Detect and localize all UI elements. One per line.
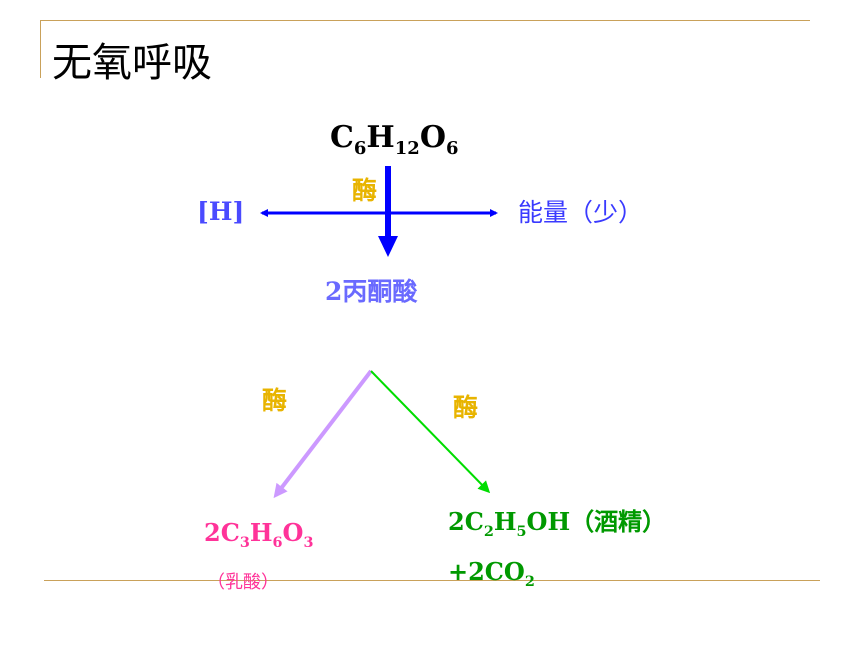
enzyme-label-main: 酶 bbox=[352, 176, 378, 205]
hydrogen-label: [H] bbox=[197, 197, 245, 226]
enzyme-label-ethanol: 酶 bbox=[453, 393, 479, 422]
main-arrowhead bbox=[378, 236, 398, 257]
enzyme-label-lactic: 酶 bbox=[262, 386, 288, 415]
ethanol-name: （酒精） bbox=[570, 507, 667, 536]
ethanol-arrow bbox=[370, 370, 491, 494]
ethanol-formula: 2C2H5OH（酒精） bbox=[448, 507, 667, 540]
slide-title: 无氧呼吸 bbox=[52, 40, 212, 86]
lactic-acid-name: （乳酸） bbox=[207, 572, 279, 593]
left-rule bbox=[40, 20, 41, 78]
top-rule bbox=[40, 20, 810, 21]
bottom-rule bbox=[44, 580, 820, 581]
lactic-acid-formula: 2C3H6O3 bbox=[204, 518, 314, 551]
lactic-arrow bbox=[273, 369, 373, 499]
glucose-formula: C6H12O6 bbox=[330, 120, 459, 159]
pyruvate-label: 2丙酮酸 bbox=[325, 277, 418, 306]
energy-label: 能量（少） bbox=[518, 198, 644, 227]
co2-formula: +2CO2 bbox=[448, 557, 535, 590]
